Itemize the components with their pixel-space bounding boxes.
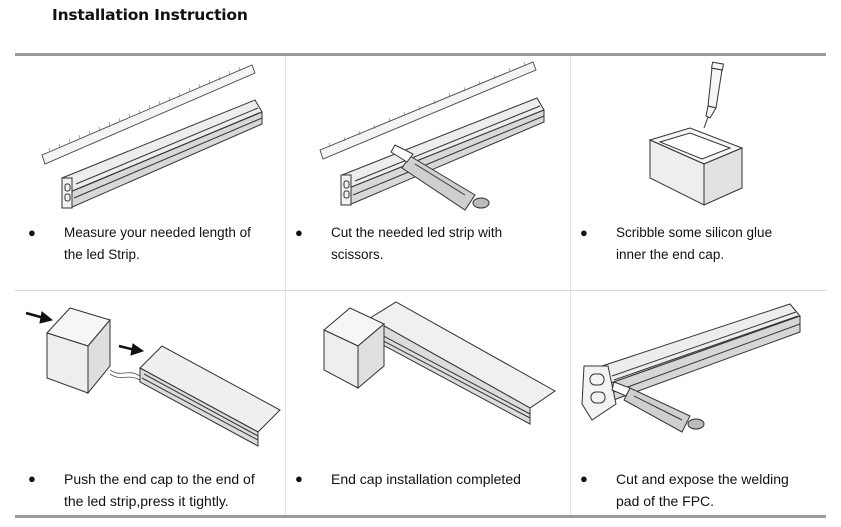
bullet: ● (295, 225, 303, 240)
step4-illustration (25, 307, 281, 447)
arrow-icon (118, 343, 145, 356)
top-rule (15, 53, 826, 56)
step6-illustration (581, 303, 801, 433)
step1-line2: the led Strip. (64, 247, 140, 262)
bullet: ● (28, 471, 36, 486)
bullet: ● (295, 471, 303, 486)
bullet: ● (580, 225, 588, 240)
profile-illustration (581, 303, 801, 421)
arrow-icon (25, 311, 54, 324)
bottom-rule (15, 515, 826, 518)
step5-line1: End cap installation completed (331, 471, 521, 487)
step2-caption: ● Cut the needed led strip with scissors… (295, 222, 565, 266)
step3-illustration (648, 61, 744, 206)
cutter-knife-illustration (611, 381, 705, 433)
ruler-illustration (41, 64, 256, 165)
column-divider (570, 291, 571, 515)
step6-line2: pad of the FPC. (616, 493, 715, 509)
column-divider (570, 56, 571, 290)
bullet: ● (28, 225, 36, 240)
profile-illustration (61, 99, 263, 209)
page-title: Installation Instruction (52, 6, 248, 24)
cutter-knife-illustration (390, 144, 490, 211)
step2-illustration (319, 61, 545, 211)
step4-line1: Push the end cap to the end of (64, 471, 255, 487)
step1-illustration (41, 64, 263, 209)
step5-illustration (323, 301, 556, 425)
step1-caption: ● Measure your needed length of the led … (28, 222, 283, 266)
end-cap-illustration (46, 307, 111, 395)
step2-line1: Cut the needed led strip with (331, 225, 503, 240)
middle-rule (15, 290, 826, 291)
step6-line1: Cut and expose the welding (616, 471, 789, 487)
column-divider (285, 291, 286, 515)
step2-line2: scissors. (331, 247, 384, 262)
profile-illustration (340, 97, 545, 206)
profile-illustration (369, 301, 556, 425)
end-cap-illustration (648, 127, 744, 206)
ruler-illustration (319, 61, 537, 160)
step4-caption: ● Push the end cap to the end of the led… (28, 468, 283, 512)
step4-line2: the led strip,press it tightly. (64, 493, 229, 509)
column-divider (285, 56, 286, 290)
step1-line1: Measure your needed length of (64, 225, 251, 240)
bullet: ● (580, 471, 588, 486)
step3-line1: Scribble some silicon glue (616, 225, 773, 240)
step3-line2: inner the end cap. (616, 247, 725, 262)
step5-caption: ● End cap installation completed (295, 468, 565, 512)
end-cap-illustration (323, 307, 385, 390)
profile-illustration (139, 345, 281, 447)
step6-caption: ● Cut and expose the welding pad of the … (580, 468, 825, 512)
glue-tube-illustration (703, 61, 725, 129)
step3-caption: ● Scribble some silicon glue inner the e… (580, 222, 825, 266)
